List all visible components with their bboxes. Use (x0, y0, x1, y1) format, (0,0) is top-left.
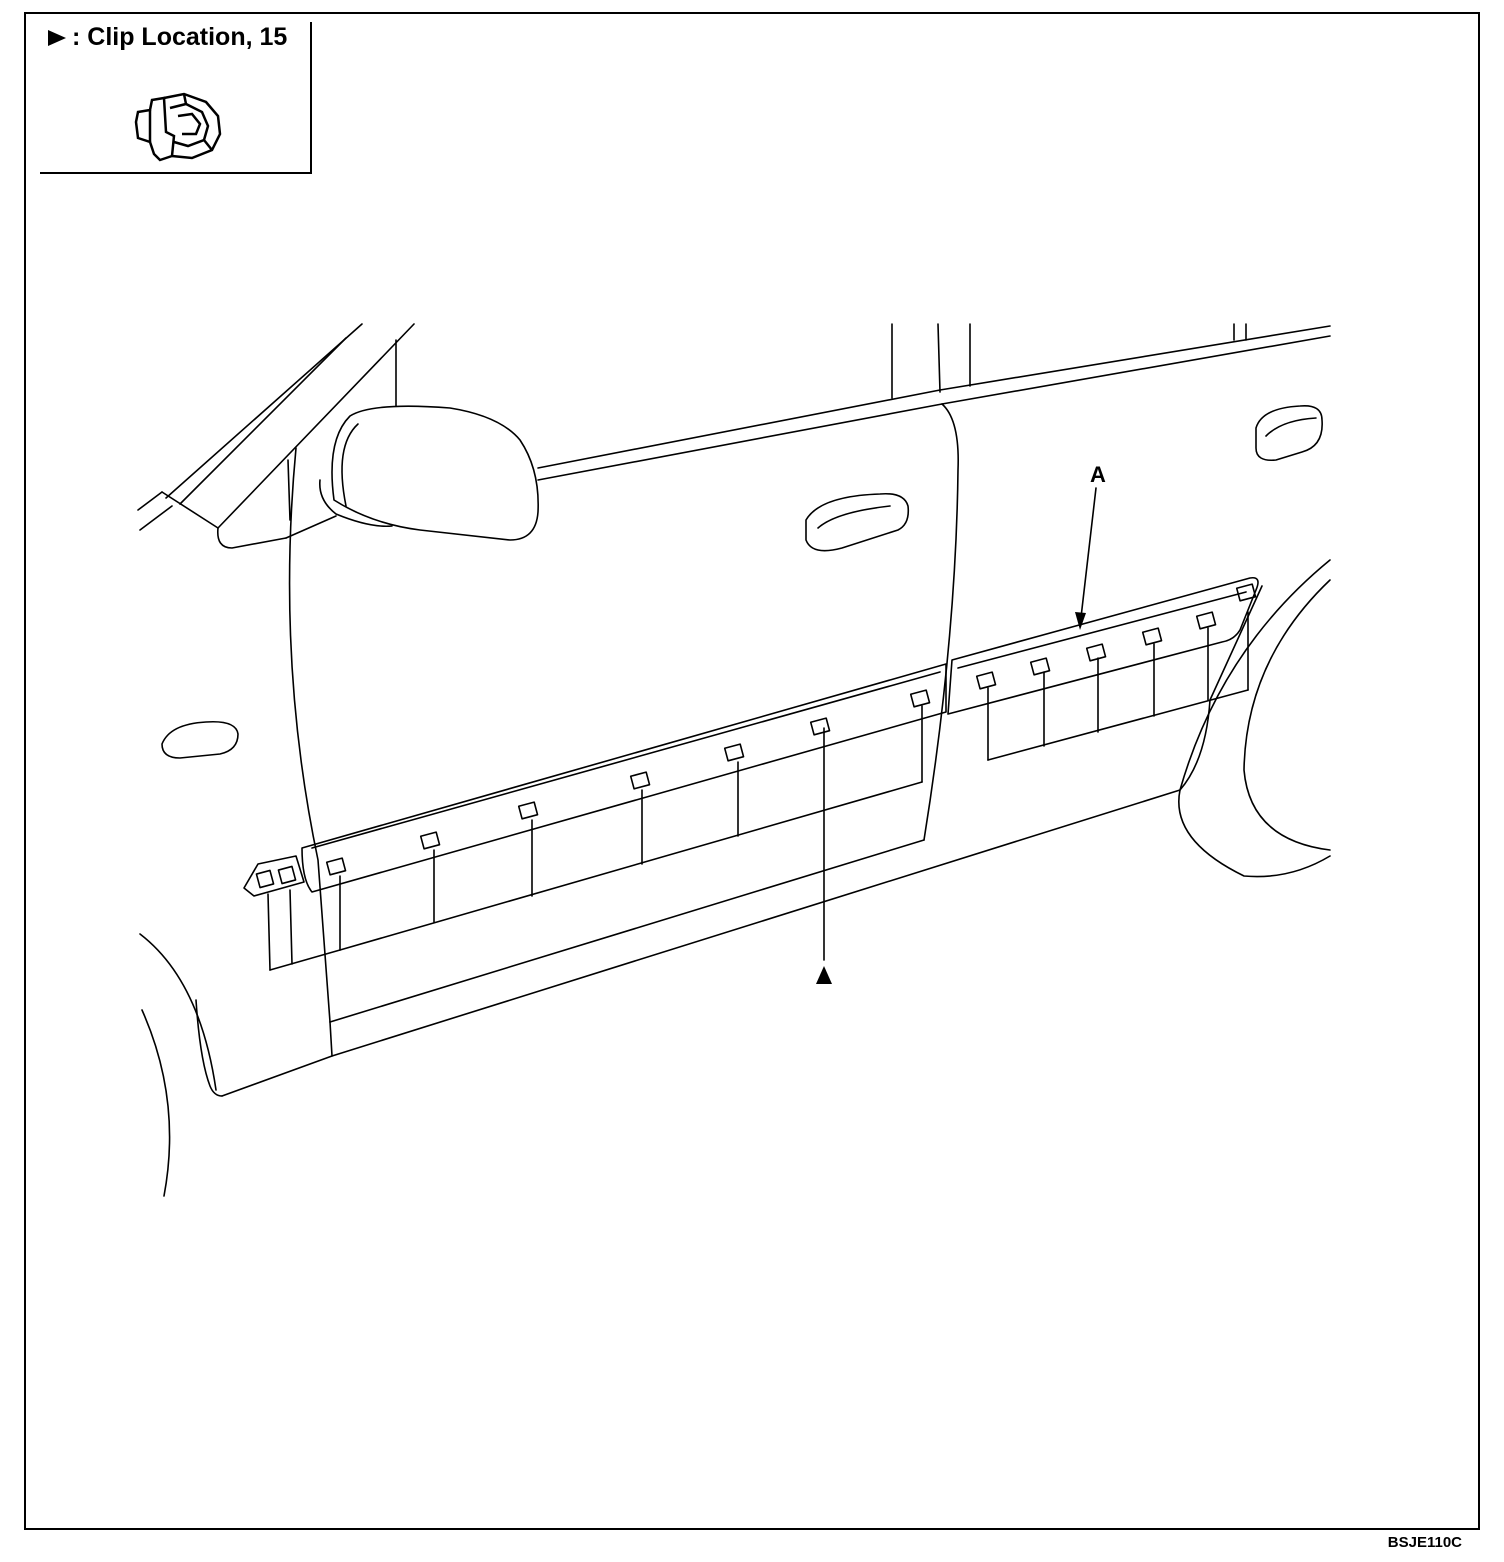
wheel-arches (140, 560, 1330, 1196)
front-molding-piece (244, 856, 340, 970)
rear-door-molding (948, 578, 1258, 760)
front-door-molding (302, 664, 946, 950)
door-handles (162, 406, 1322, 758)
callout-arrowhead-icon (1075, 612, 1086, 630)
leader-lines (824, 488, 1096, 960)
figure-frame (24, 12, 1480, 1530)
clip-marker-triangle-icon (816, 966, 832, 984)
side-mirror (286, 406, 538, 540)
rocker-panel (196, 586, 1262, 1096)
a-pillar (138, 324, 414, 548)
figure-code: BSJE110C (1387, 1534, 1462, 1551)
legend-row: : Clip Location, 15 (48, 22, 287, 52)
belt-line (538, 324, 1330, 480)
clip-icon (124, 72, 234, 167)
legend-box: : Clip Location, 15 (40, 22, 312, 174)
callout-label-a: A (1090, 462, 1106, 487)
legend-text: : Clip Location, 15 (72, 23, 288, 51)
clip-marker-triangle-icon (48, 30, 66, 47)
door-seams (288, 404, 958, 1022)
